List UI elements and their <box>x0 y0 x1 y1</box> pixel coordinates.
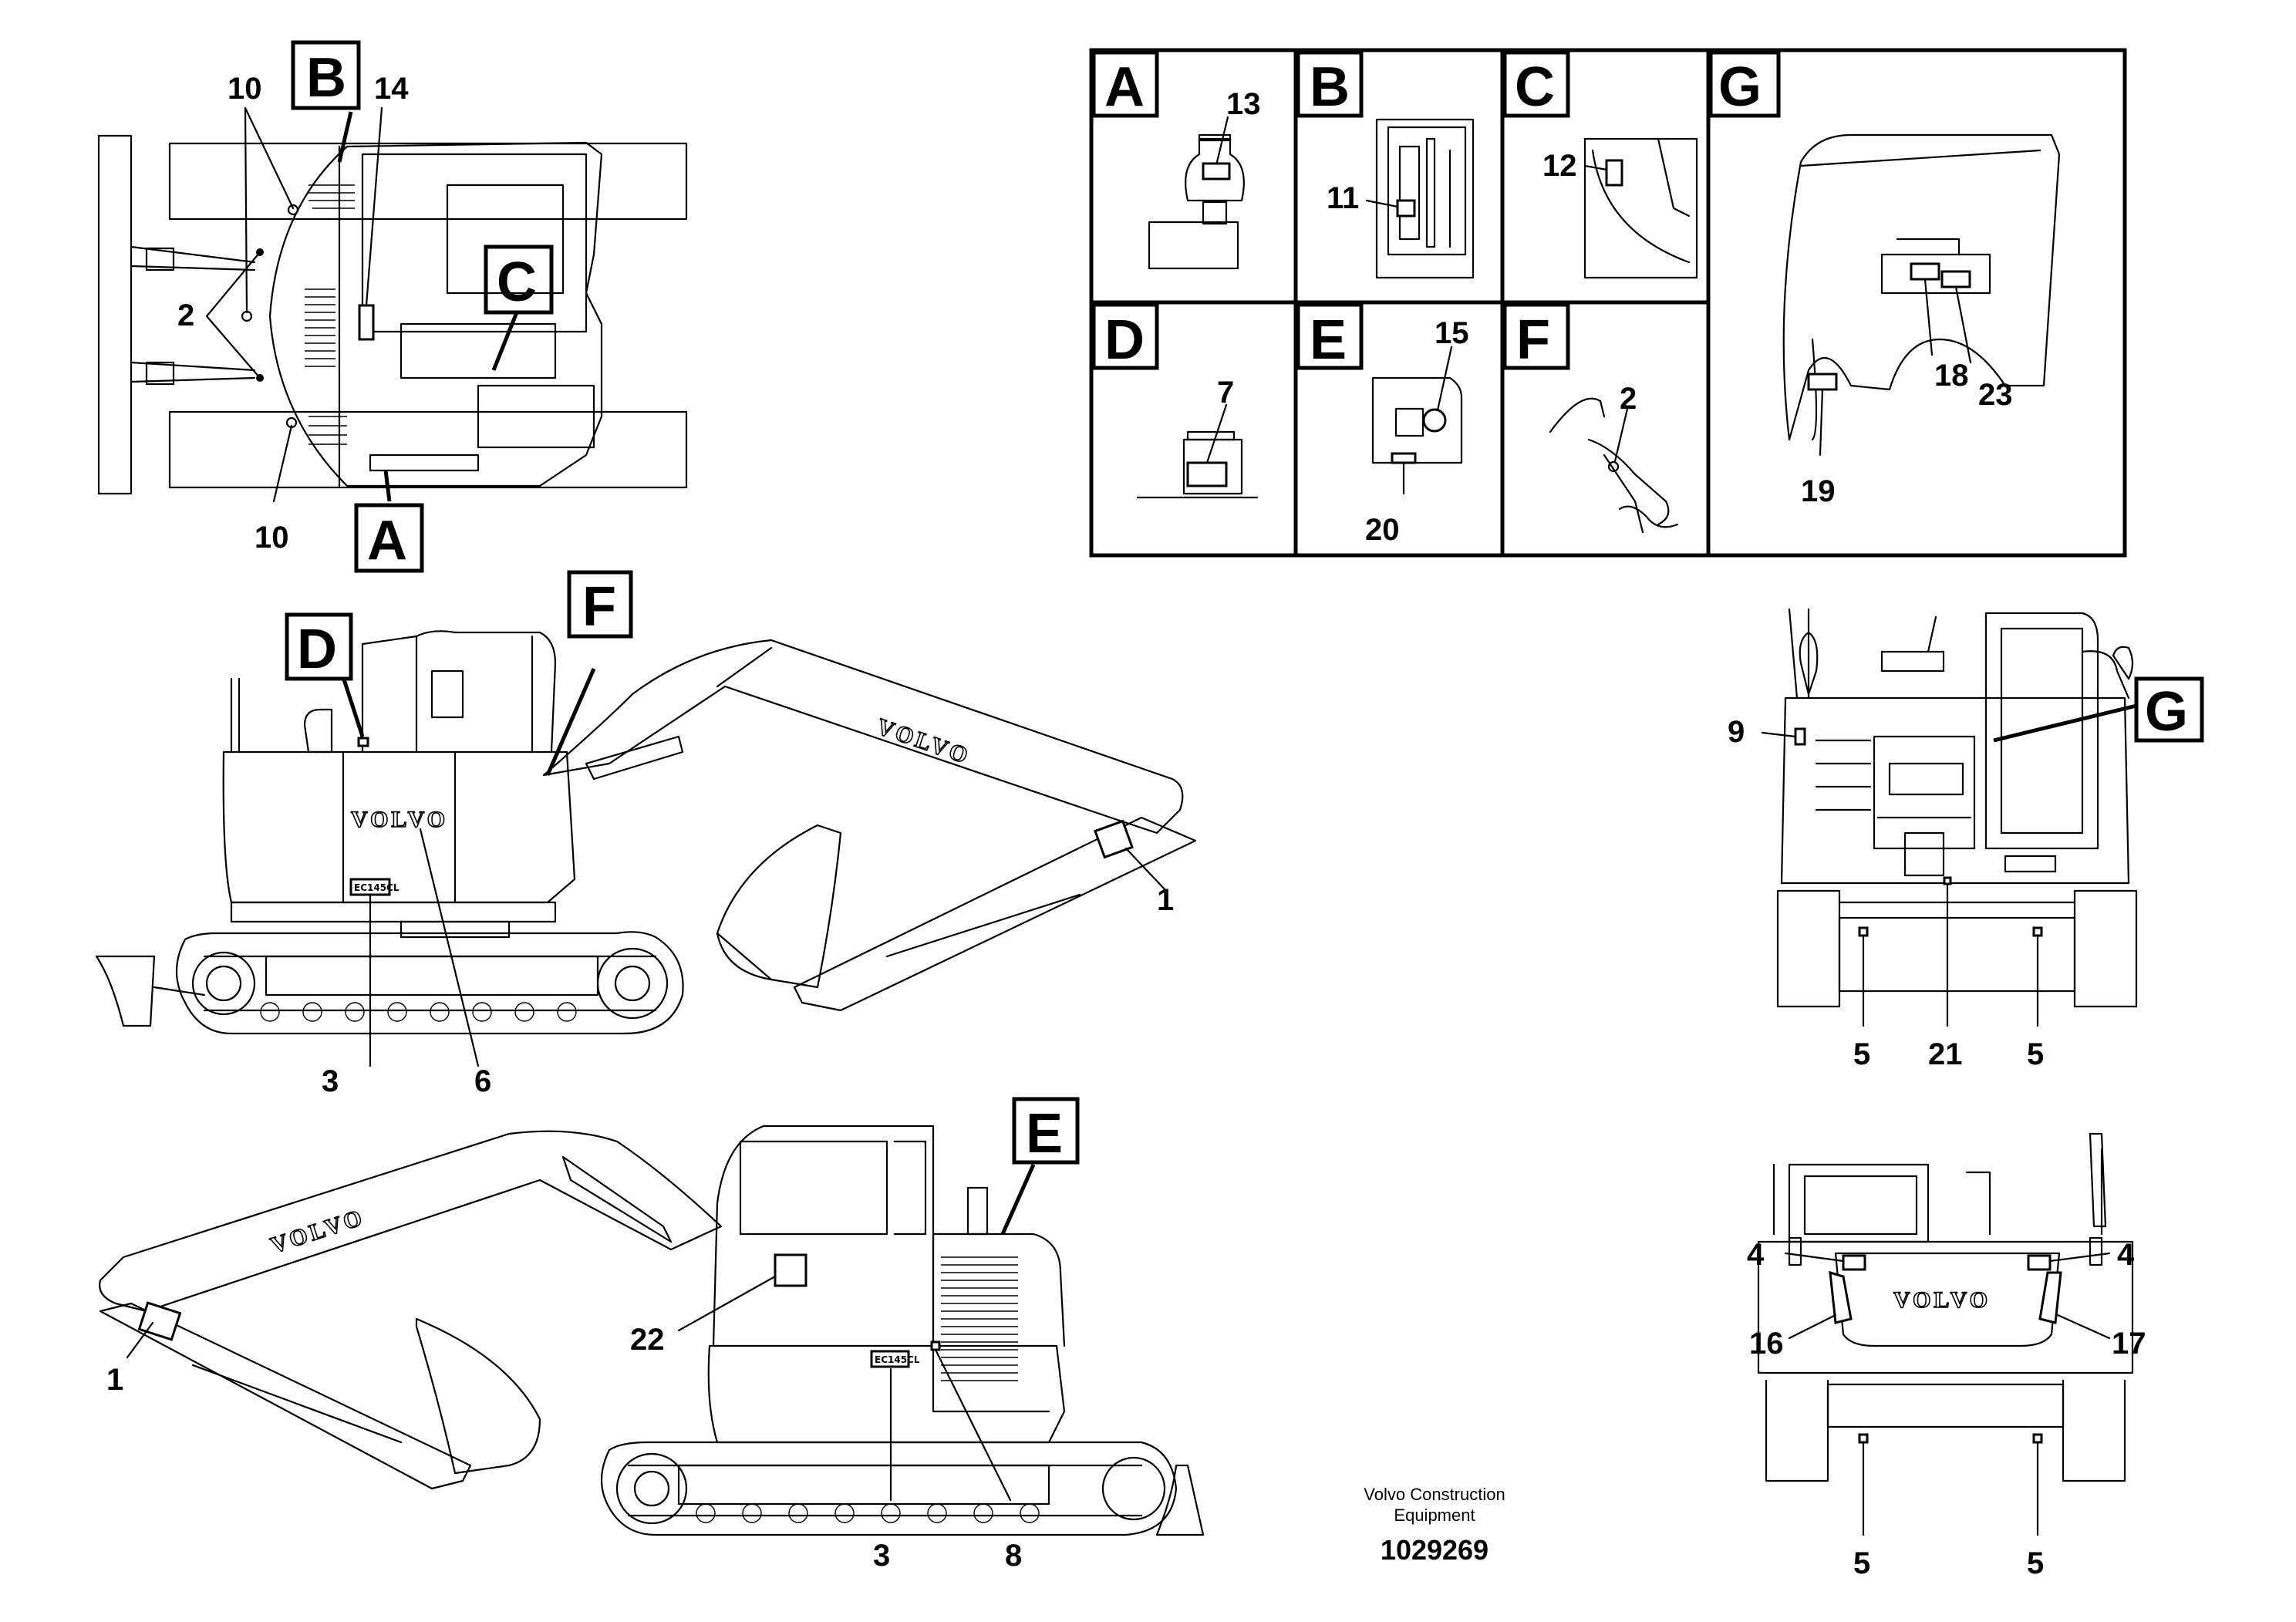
panel-c-letter: C <box>1515 56 1555 118</box>
callout-8: 8 <box>1005 1539 1022 1573</box>
callout-5-rear-right: 5 <box>2027 1546 2044 1580</box>
top-view-callouts: 10 14 2 10 <box>177 72 409 555</box>
callout-1-right: 1 <box>106 1363 123 1397</box>
legend: Volvo Construction Equipment 1029269 <box>1364 1485 1505 1566</box>
detail-panel-grid <box>1089 48 2127 558</box>
detail-ref-b: B <box>306 47 346 109</box>
callout-17: 17 <box>2112 1327 2146 1361</box>
callout-2-top: 2 <box>177 298 194 332</box>
side-view-right-detail-refs: E <box>1012 1097 1080 1165</box>
panel-d-letter: D <box>1104 309 1145 371</box>
panel-g-letter: G <box>1718 56 1762 118</box>
company-line-1: Volvo Construction <box>1364 1485 1505 1504</box>
panel-a: A 13 <box>1091 50 1261 270</box>
callout-5-front-right: 5 <box>2027 1037 2044 1071</box>
callout-11: 11 <box>1327 181 1359 215</box>
model-badge-left: EC145CL <box>354 882 400 893</box>
panel-g: G 18 23 19 <box>1708 50 2061 508</box>
callout-10-bottom: 10 <box>255 521 289 555</box>
callout-15: 15 <box>1435 316 1469 350</box>
callout-6: 6 <box>474 1064 491 1098</box>
part-number: 1029269 <box>1381 1534 1489 1566</box>
brand-body-left: VOLVO <box>351 807 448 832</box>
brand-boom-left: VOLVO <box>874 713 974 769</box>
callout-16: 16 <box>1749 1327 1784 1361</box>
panel-b-letter: B <box>1310 56 1350 118</box>
callout-3-left: 3 <box>322 1064 339 1098</box>
panel-d: D 7 <box>1091 302 1259 499</box>
side-view-left-detail-refs: D F <box>285 570 633 681</box>
louvre-group <box>305 184 355 445</box>
front-view-callouts: 9 5 21 5 <box>1728 715 2044 1071</box>
front-view-detail-refs: G <box>2134 676 2204 743</box>
panel-f: F 2 <box>1502 302 1679 534</box>
front-view-leaders <box>1761 703 2137 1027</box>
callout-19: 19 <box>1801 474 1836 508</box>
detail-ref-a: A <box>367 510 407 572</box>
callout-23: 23 <box>1978 378 2013 412</box>
callout-9: 9 <box>1728 715 1745 749</box>
panel-c: C 12 <box>1502 50 1698 279</box>
rear-view: VOLVO <box>1757 1132 2134 1482</box>
panel-e-letter: E <box>1310 309 1347 371</box>
brand-rear: VOLVO <box>1893 1287 1991 1313</box>
panel-b: B 11 <box>1296 50 1475 279</box>
company-line-2: Equipment <box>1394 1506 1475 1525</box>
panel-e: E 15 20 <box>1296 302 1469 547</box>
callout-2-panel-f: 2 <box>1620 382 1637 416</box>
side-view-left: VOLVO VOLVO EC145CL <box>95 630 1197 1035</box>
side-view-right-callouts: 1 22 3 8 <box>106 1323 1022 1573</box>
callout-4-left: 4 <box>1747 1238 1765 1272</box>
callout-21: 21 <box>1928 1037 1963 1071</box>
callout-7: 7 <box>1217 376 1234 410</box>
top-view-detail-refs: B C A <box>291 40 554 573</box>
callout-4-right: 4 <box>2117 1238 2135 1272</box>
callout-13: 13 <box>1226 87 1261 121</box>
top-view-leaders <box>205 106 519 503</box>
callout-20: 20 <box>1365 513 1400 547</box>
right-louvres <box>941 1256 1018 1381</box>
callout-10-top: 10 <box>228 72 262 106</box>
detail-ref-g: G <box>2145 681 2188 743</box>
detail-ref-c: C <box>497 251 537 313</box>
callout-22: 22 <box>630 1323 665 1357</box>
side-view-right-leaders <box>126 1163 1036 1502</box>
detail-ref-d: D <box>297 619 337 680</box>
callout-14: 14 <box>374 72 409 106</box>
front-view <box>1776 608 2138 1008</box>
side-view-left-callouts: 1 3 6 <box>322 883 1174 1098</box>
rear-view-leaders <box>1784 1252 2111 1536</box>
callout-5-front-left: 5 <box>1853 1037 1870 1071</box>
callout-3-right: 3 <box>873 1539 890 1573</box>
model-badge-right: EC145CL <box>875 1354 920 1365</box>
detail-ref-f: F <box>582 576 616 638</box>
callout-5-rear-left: 5 <box>1853 1546 1870 1580</box>
panel-a-letter: A <box>1104 56 1145 118</box>
rear-view-callouts: 4 4 16 17 5 5 <box>1747 1238 2146 1580</box>
callout-1-left: 1 <box>1157 883 1174 917</box>
panel-f-letter: F <box>1516 309 1550 371</box>
brand-boom-right: VOLVO <box>268 1204 368 1258</box>
side-view-left-leaders <box>341 668 1168 1067</box>
callout-12: 12 <box>1542 149 1577 183</box>
callout-18: 18 <box>1934 359 1969 393</box>
detail-ref-e: E <box>1026 1103 1063 1165</box>
